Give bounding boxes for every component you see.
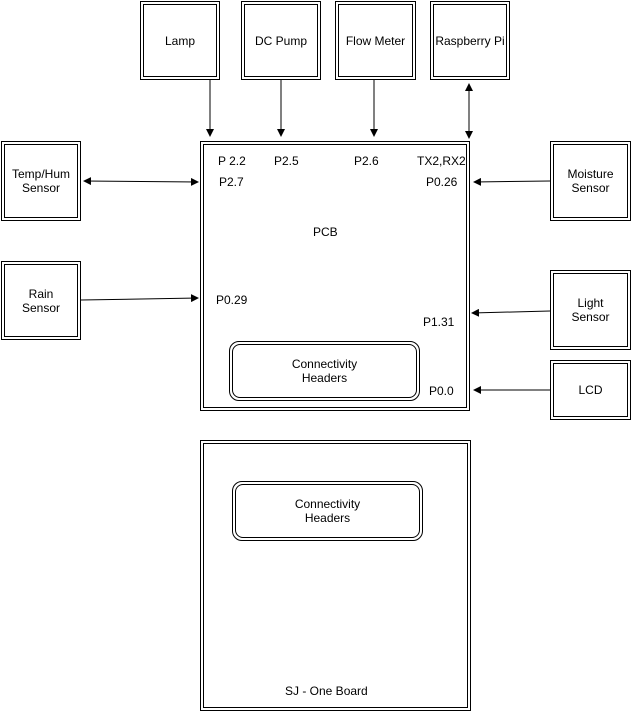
pin-p2-2: P 2.2 [218,154,246,168]
light-sensor-box: Light Sensor [550,270,631,350]
lamp-box: Lamp [140,1,220,80]
rain-sensor-box: Rain Sensor [1,261,81,340]
lcd-box: LCD [550,360,631,420]
sj-one-board-box: Connectivity Headers SJ - One Board [200,440,471,711]
moisture-to-pcb-arrow [473,177,551,186]
pin-tx2-rx2: TX2,RX2 [417,154,466,168]
temp-hum-sensor-box: Temp/Hum Sensor [1,141,81,221]
lcd-label: LCD [578,383,603,397]
rain-to-pcb-arrow [80,294,199,303]
moisture-sensor-box: Moisture Sensor [550,141,631,221]
light-to-pcb-arrow [471,308,551,317]
sj-connectivity-headers: Connectivity Headers [232,481,423,541]
flow-meter-label: Flow Meter [345,33,406,48]
raspberry-pi-label: Raspberry Pi [435,33,505,48]
raspberry-pi-box: Raspberry Pi [430,1,510,80]
pin-p0-26: P0.26 [426,175,458,189]
pin-p2-6: P2.6 [354,154,379,168]
rain-sensor-label: Rain Sensor [21,286,61,315]
pin-p2-5: P2.5 [274,154,299,168]
dc-pump-label: DC Pump [254,33,307,48]
dc-pump-box: DC Pump [241,1,321,80]
sj-one-board-label: SJ - One Board [285,684,368,698]
moisture-sensor-label: Moisture Sensor [567,167,614,195]
pcb-connectivity-headers: Connectivity Headers [229,341,420,401]
temp-hum-sensor-label: Temp/Hum Sensor [11,167,70,195]
flow-meter-box: Flow Meter [335,1,416,80]
temp-hum-pcb-bidirectional-arrow [83,177,199,186]
pin-p0-29: P0.29 [216,293,248,307]
pin-p0-0: P0.0 [429,384,454,398]
lamp-label: Lamp [164,33,196,48]
pcb-connectivity-headers-label: Connectivity Headers [291,357,358,385]
pin-p2-7: P2.7 [219,175,244,189]
pcb-label: PCB [313,225,338,239]
sj-connectivity-headers-label: Connectivity Headers [294,497,361,525]
pin-p1-31: P1.31 [423,315,455,329]
light-sensor-label: Light Sensor [571,296,610,324]
pcb-box: PCB P 2.2 P2.5 P2.6 TX2,RX2 P2.7 P0.26 P… [200,141,470,411]
